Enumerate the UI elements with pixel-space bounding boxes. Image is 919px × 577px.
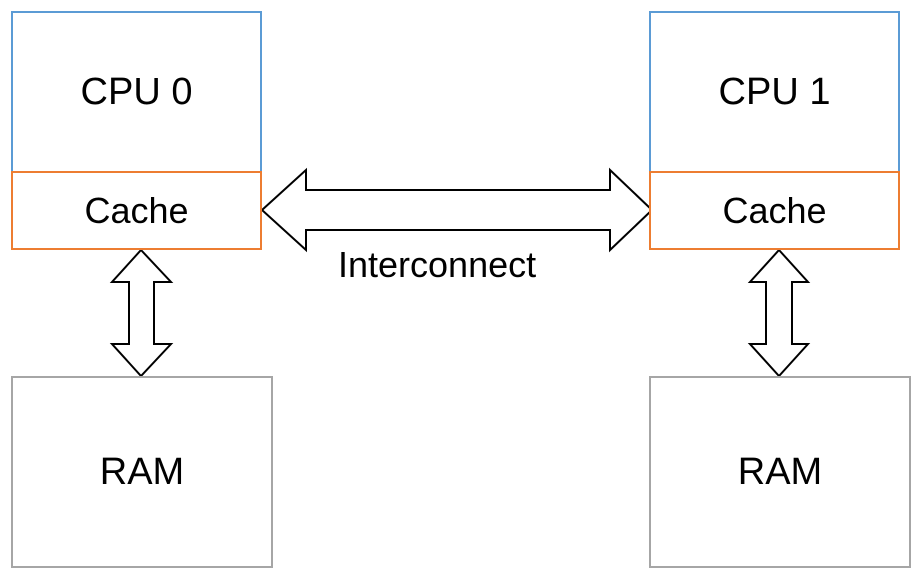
ram-1-box: RAM — [649, 376, 911, 568]
ram-1-label: RAM — [737, 450, 823, 493]
cache-0-label: Cache — [84, 189, 189, 231]
ram-0-box: RAM — [11, 376, 273, 568]
cache-1-label: Cache — [722, 189, 827, 231]
cache-0-box: Cache — [11, 171, 262, 250]
interconnect-label: Interconnect — [338, 244, 537, 285]
cpu-1-box: CPU 1 — [649, 11, 900, 171]
ram-0-label: RAM — [99, 450, 185, 493]
cpu-0-label: CPU 0 — [80, 70, 193, 113]
cache0-ram0-arrow — [109, 248, 174, 378]
interconnect-arrow — [260, 167, 654, 253]
cpu-0-box: CPU 0 — [11, 11, 262, 171]
cache1-ram1-arrow — [747, 248, 811, 378]
cpu-1-label: CPU 1 — [718, 70, 831, 113]
cache-1-box: Cache — [649, 171, 900, 250]
